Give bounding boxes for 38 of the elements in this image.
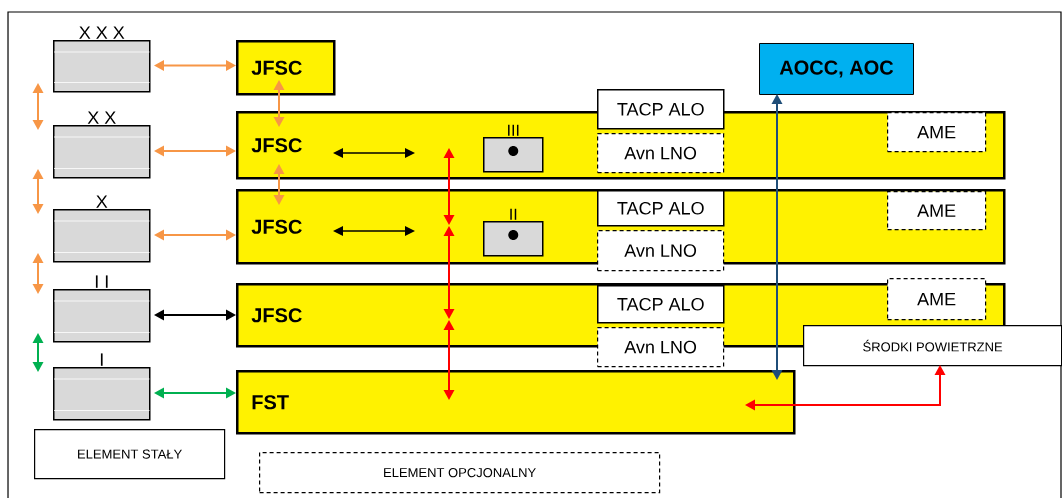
arrow [443, 320, 455, 400]
arrow [154, 145, 236, 157]
numeral-label: II [510, 208, 517, 220]
unit-band: FST [236, 370, 796, 435]
arrow [32, 333, 44, 372]
arrow [745, 365, 946, 411]
arrow [273, 164, 285, 205]
numeral-label: I [100, 353, 103, 366]
arrow [154, 309, 236, 321]
arrow [154, 229, 236, 241]
arrow [443, 226, 455, 319]
arrow [32, 253, 44, 294]
element-box: TACP ALO [597, 89, 725, 130]
optional-element-box: AME [887, 278, 987, 321]
element-box: ELEMENT STAŁY [34, 429, 226, 480]
numeral-label: X [96, 195, 108, 208]
arrow [154, 60, 236, 71]
element-box: ŚRODKI POWIETRZNE [803, 325, 1062, 367]
command-box: JFSC [236, 40, 336, 96]
arrow [273, 80, 285, 127]
optional-element-box: Avn LNO [597, 133, 725, 174]
optional-element-box: Avn LNO [597, 327, 725, 368]
optional-element-box: ELEMENT OPCJONALNY [259, 452, 661, 494]
numeral-label: X X X [79, 26, 125, 39]
numeral-label: I I [95, 275, 108, 288]
arrow [154, 387, 236, 399]
command-box: AOCC, AOC [759, 43, 914, 95]
numeral-label: III [508, 124, 519, 136]
element-box: TACP ALO [597, 285, 725, 324]
optional-element-box: Avn LNO [597, 230, 725, 272]
arrow [32, 169, 44, 214]
arrow [771, 94, 783, 380]
arrow [32, 83, 44, 130]
element-box: TACP ALO [597, 190, 725, 227]
numeral-label: X X [87, 111, 116, 124]
arrow [443, 148, 455, 225]
optional-element-box: AME [887, 191, 987, 231]
optional-element-box: AME [887, 112, 987, 153]
